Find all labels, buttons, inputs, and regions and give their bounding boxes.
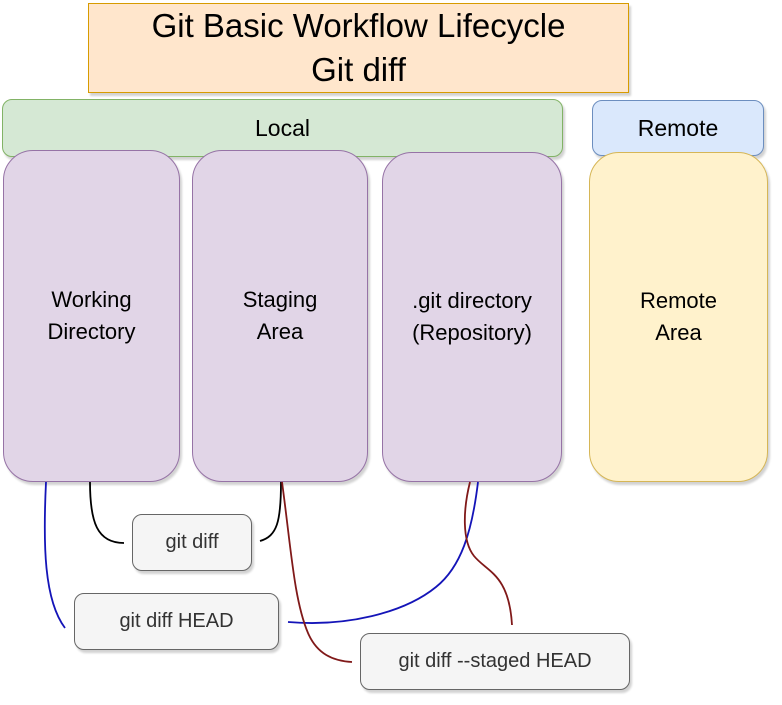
git-directory-label-line-1: .git directory	[412, 288, 532, 313]
title-line-2: Git diff	[311, 51, 406, 88]
git-diff-command-box: git diff	[132, 514, 252, 571]
working-directory-label-line-2: Directory	[47, 319, 136, 344]
working-directory-box: Working Directory	[3, 150, 180, 482]
remote-area-label-line-2: Area	[655, 320, 702, 345]
arrow-staging-area-to-git-diff	[259, 481, 282, 542]
local-group-band: Local	[2, 99, 563, 157]
arrow-working-directory-to-git-diff	[89, 481, 125, 544]
remote-group-band: Remote	[592, 100, 764, 156]
arrow-working-directory-to-git-diff-head	[43, 481, 66, 629]
git-diff-staged-head-command-label: git diff --staged HEAD	[398, 650, 592, 672]
remote-area-box: Remote Area	[589, 152, 768, 482]
arrow-git-directory-to-git-diff-head	[287, 481, 479, 624]
working-directory-label-line-1: Working	[51, 287, 132, 312]
git-diff-command-label: git diff	[165, 531, 219, 553]
arrow-staging-area-to-git-diff-staged-head	[281, 481, 353, 663]
git-directory-label-line-2: (Repository)	[412, 320, 532, 345]
arrow-git-directory-to-git-diff-staged-head	[463, 481, 513, 626]
diagram-title-box: Git Basic Workflow Lifecycle Git diff	[88, 3, 629, 93]
staging-area-label-line-2: Area	[256, 319, 304, 344]
staging-area-box: Staging Area	[192, 150, 368, 482]
git-diff-staged-head-command-box: git diff --staged HEAD	[360, 633, 630, 690]
git-directory-box: .git directory (Repository)	[382, 152, 562, 482]
local-group-label: Local	[255, 114, 310, 141]
remote-group-label: Remote	[637, 114, 719, 141]
title-line-1: Git Basic Workflow Lifecycle	[151, 7, 566, 44]
git-diff-head-command-box: git diff HEAD	[74, 593, 279, 650]
staging-area-label-line-1: Staging	[242, 287, 318, 312]
git-diff-head-command-label: git diff HEAD	[119, 610, 234, 632]
remote-area-label-line-1: Remote	[639, 288, 718, 313]
